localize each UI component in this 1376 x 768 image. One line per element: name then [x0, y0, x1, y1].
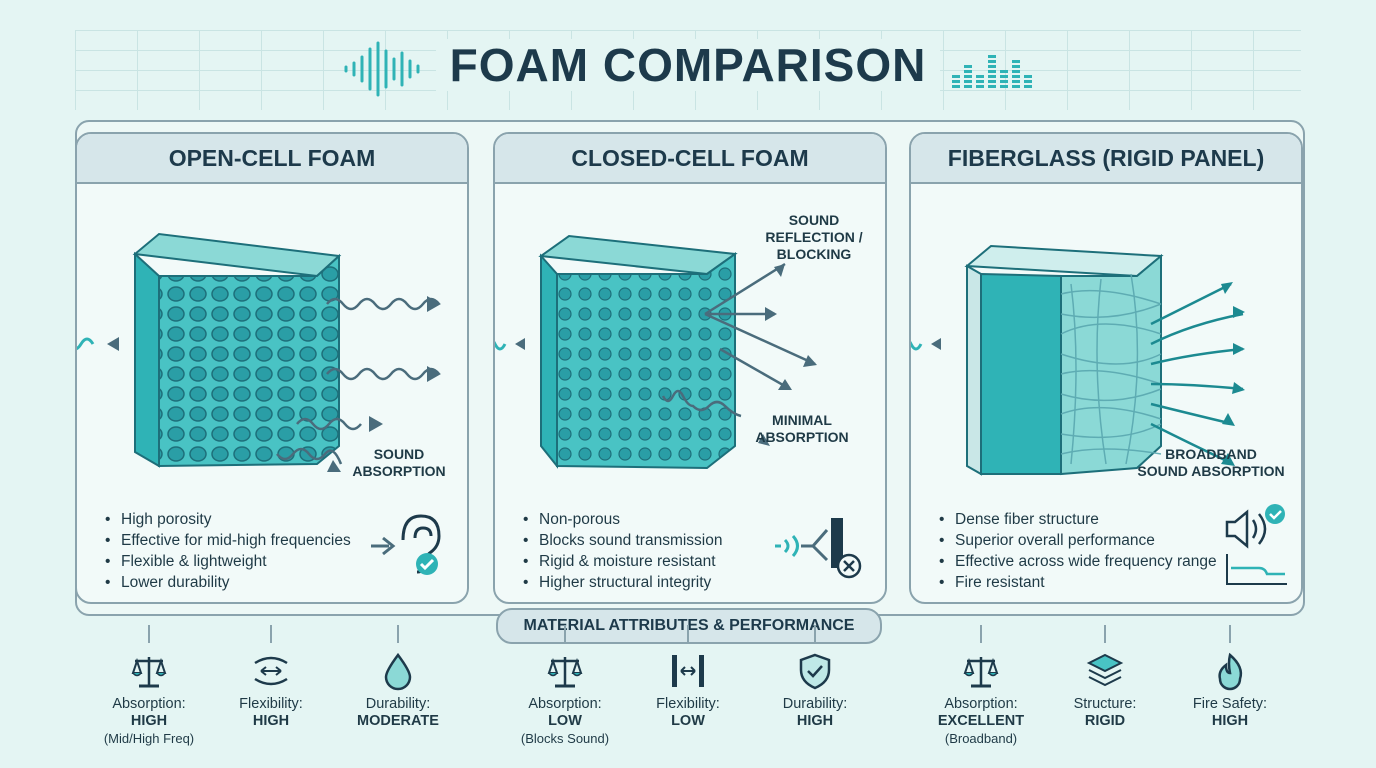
- speaker-check-icon: [1225, 504, 1287, 585]
- connector-line: [1229, 625, 1231, 643]
- list-item: Dense fiber structure: [939, 509, 1217, 530]
- attribute-name: Absorption:: [112, 696, 186, 712]
- list-item: Higher structural integrity: [523, 572, 723, 593]
- equalizer-icon: [952, 54, 1033, 88]
- list-item: Superior overall performance: [939, 530, 1217, 551]
- attribute-value: LOW: [548, 713, 582, 729]
- list-item: Lower durability: [105, 572, 351, 593]
- card-heading: OPEN-CELL FOAM: [77, 134, 467, 184]
- closed-cell-foam-illustration: [495, 234, 817, 470]
- attribute-value: RIGID: [1084, 713, 1126, 729]
- attribute-name: Absorption:: [528, 696, 602, 712]
- attribute-value: HIGH: [130, 713, 168, 729]
- layers-icon: [1086, 653, 1124, 687]
- flex-arrows-icon: [254, 656, 288, 686]
- card-heading: CLOSED-CELL FOAM: [495, 134, 885, 184]
- fiberglass-panel-illustration: [911, 244, 1245, 476]
- connector-line: [1104, 625, 1106, 643]
- attribute-value: LOW: [671, 713, 705, 729]
- list-item: Effective across wide frequency range: [939, 551, 1217, 572]
- feature-list: High porosity Effective for mid-high fre…: [105, 509, 351, 593]
- attribute-value: EXCELLENT: [937, 713, 1025, 729]
- connector-line: [687, 625, 689, 643]
- attribute-note: (Blocks Sound): [520, 731, 610, 746]
- droplet-icon: [384, 652, 412, 691]
- connector-line: [270, 625, 272, 643]
- attribute-value: HIGH: [796, 713, 834, 729]
- open-cell-foam-illustration: [77, 232, 441, 472]
- connector-line: [564, 625, 566, 643]
- scale-icon: [131, 657, 167, 688]
- list-item: Flexible & lightweight: [105, 551, 351, 572]
- attribute-name: Flexibility:: [239, 696, 303, 712]
- attribute-name: Durability:: [365, 696, 431, 712]
- attribute-name: Absorption:: [944, 696, 1018, 712]
- feature-list: Non-porous Blocks sound transmission Rig…: [523, 509, 723, 593]
- connector-line: [397, 625, 399, 643]
- sound-block-icon: [775, 518, 862, 579]
- feature-list: Dense fiber structure Superior overall p…: [939, 509, 1217, 593]
- shield-check-icon: [799, 653, 831, 690]
- list-item: Non-porous: [523, 509, 723, 530]
- card-heading: FIBERGLASS (RIGID PANEL): [911, 134, 1301, 184]
- attribute-value: MODERATE: [357, 713, 439, 729]
- sound-wave-icon: [344, 41, 420, 97]
- list-item: Blocks sound transmission: [523, 530, 723, 551]
- scale-icon: [547, 657, 583, 688]
- page-title: FOAM COMPARISON: [0, 38, 1376, 99]
- page-title-text: FOAM COMPARISON: [435, 39, 941, 91]
- rigid-bracket-icon: [672, 655, 704, 687]
- attribute-value: HIGH: [252, 713, 290, 729]
- attribute-name: Durability:: [782, 696, 848, 712]
- ear-check-icon: [371, 514, 441, 575]
- attribute-name: Fire Safety:: [1192, 696, 1268, 712]
- section-banner: MATERIAL ATTRIBUTES & PERFORMANCE: [496, 608, 882, 644]
- attribute-name: Flexibility:: [656, 696, 720, 712]
- connector-line: [814, 625, 816, 643]
- flame-icon: [1218, 652, 1243, 691]
- attribute-value: HIGH: [1211, 713, 1249, 729]
- connector-line: [980, 625, 982, 643]
- list-item: Rigid & moisture resistant: [523, 551, 723, 572]
- attribute-note: (Broadband): [944, 731, 1018, 746]
- list-item: Effective for mid-high frequencies: [105, 530, 351, 551]
- attribute-name: Structure:: [1073, 696, 1137, 712]
- list-item: High porosity: [105, 509, 351, 530]
- list-item: Fire resistant: [939, 572, 1217, 593]
- attribute-note: (Mid/High Freq): [103, 731, 195, 746]
- connector-line: [148, 625, 150, 643]
- scale-icon: [963, 657, 999, 688]
